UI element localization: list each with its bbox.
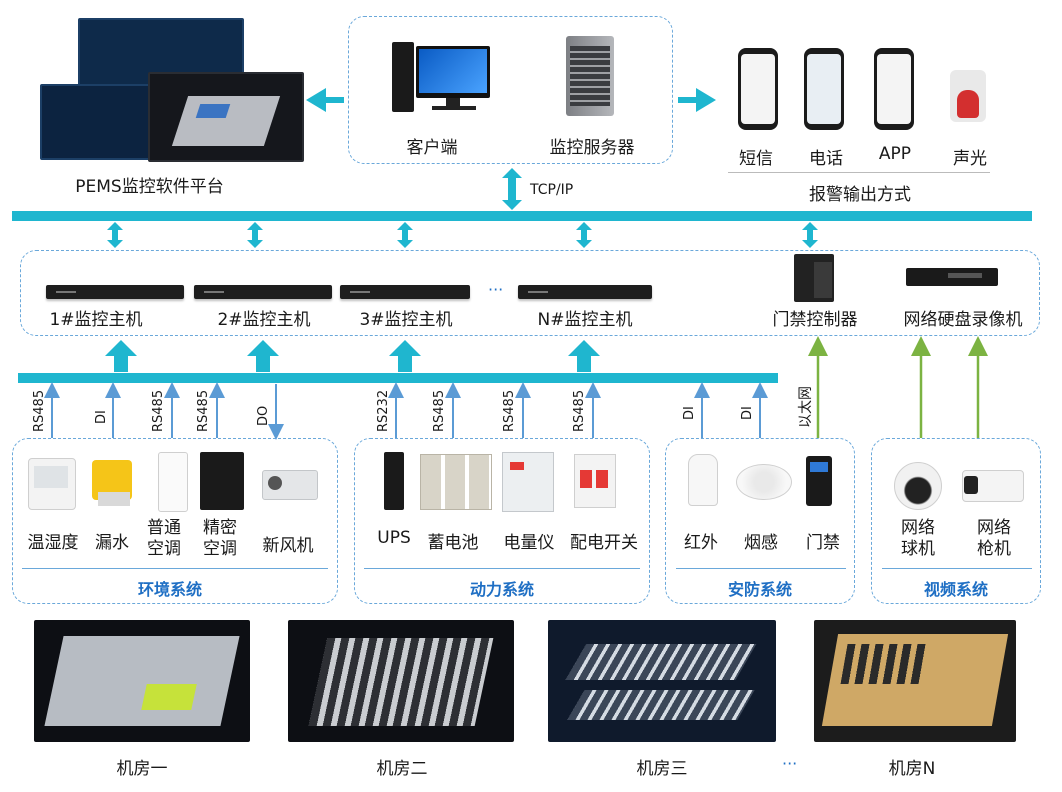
up-arrow-3 — [389, 340, 421, 372]
env-item-precision-ac: 精密空调 — [203, 518, 237, 559]
room-3-image — [548, 620, 776, 742]
tcp-ip-label: TCP/IP — [530, 182, 574, 198]
env-divider — [22, 568, 328, 569]
bus-arrow-4 — [576, 222, 592, 248]
left-big-arrow — [306, 88, 344, 112]
host-group — [20, 250, 1040, 336]
room-n-image — [814, 620, 1016, 742]
tcp-double-arrow — [502, 168, 522, 210]
field-bus — [18, 373, 778, 383]
client-server-group — [348, 16, 673, 164]
power-item-meter: 电量仪 — [503, 533, 555, 553]
host-1-icon — [46, 285, 184, 299]
bus-arrow-1 — [107, 222, 123, 248]
room-2-image — [288, 620, 514, 742]
host-3-label: 3#监控主机 — [359, 310, 453, 330]
alarm-sms: 短信 — [739, 149, 773, 169]
host-1-label: 1#监控主机 — [49, 310, 143, 330]
room-1-label: 机房一 — [116, 759, 168, 779]
power-system-box — [354, 438, 650, 604]
host-3-icon — [340, 285, 470, 299]
network-bus — [12, 211, 1032, 221]
host-n-icon — [518, 285, 652, 299]
client-label: 客户端 — [406, 138, 458, 158]
room-1-image — [34, 620, 250, 742]
up-arrow-4 — [568, 340, 600, 372]
right-big-arrow — [678, 88, 716, 112]
env-system-title: 环境系统 — [137, 580, 202, 599]
server-label: 监控服务器 — [549, 138, 635, 158]
video-item-bullet: 网络枪机 — [977, 518, 1011, 559]
room-ellipsis: ··· — [782, 754, 798, 773]
nvr-label: 网络硬盘录像机 — [903, 310, 1023, 330]
bus-arrow-2 — [247, 222, 263, 248]
up-arrow-1 — [105, 340, 137, 372]
host-n-label: N#监控主机 — [537, 310, 633, 330]
alarm-light-sound: 声光 — [953, 149, 987, 169]
room-3-label: 机房三 — [636, 759, 688, 779]
security-divider — [676, 568, 846, 569]
power-item-battery: 蓄电池 — [427, 533, 479, 553]
security-item-smoke: 烟感 — [744, 533, 778, 553]
env-system-box — [12, 438, 338, 604]
security-system-box — [665, 438, 855, 604]
security-system-title: 安防系统 — [727, 580, 792, 599]
alarm-call: 电话 — [809, 149, 843, 169]
power-item-breaker: 配电开关 — [570, 533, 638, 553]
power-item-ups: UPS — [377, 528, 411, 548]
video-divider — [882, 568, 1032, 569]
bus-arrow-3 — [397, 222, 413, 248]
host-2-icon — [194, 285, 332, 299]
security-item-infrared: 红外 — [684, 533, 718, 553]
platform-label: PEMS监控软件平台 — [75, 177, 224, 197]
host-2-label: 2#监控主机 — [217, 310, 311, 330]
video-item-dome: 网络球机 — [901, 518, 935, 559]
video-system-box — [871, 438, 1041, 604]
room-2-label: 机房二 — [376, 759, 428, 779]
env-item-ac: 普通空调 — [147, 518, 181, 559]
alarm-app: APP — [878, 144, 912, 164]
host-ellipsis: ··· — [488, 280, 504, 299]
up-arrow-2 — [247, 340, 279, 372]
env-item-thermo: 温湿度 — [27, 533, 79, 553]
alarm-title: 报警输出方式 — [809, 185, 911, 205]
power-divider — [364, 568, 640, 569]
security-item-door: 门禁 — [806, 533, 840, 553]
alarm-divider — [728, 172, 990, 173]
bus-arrow-5 — [802, 222, 818, 248]
access-controller-label: 门禁控制器 — [772, 310, 858, 330]
video-system-title: 视频系统 — [923, 580, 988, 599]
power-system-title: 动力系统 — [469, 580, 534, 599]
env-item-fresh-air: 新风机 — [262, 536, 314, 556]
env-item-leak: 漏水 — [95, 533, 129, 553]
room-n-label: 机房N — [888, 759, 936, 779]
